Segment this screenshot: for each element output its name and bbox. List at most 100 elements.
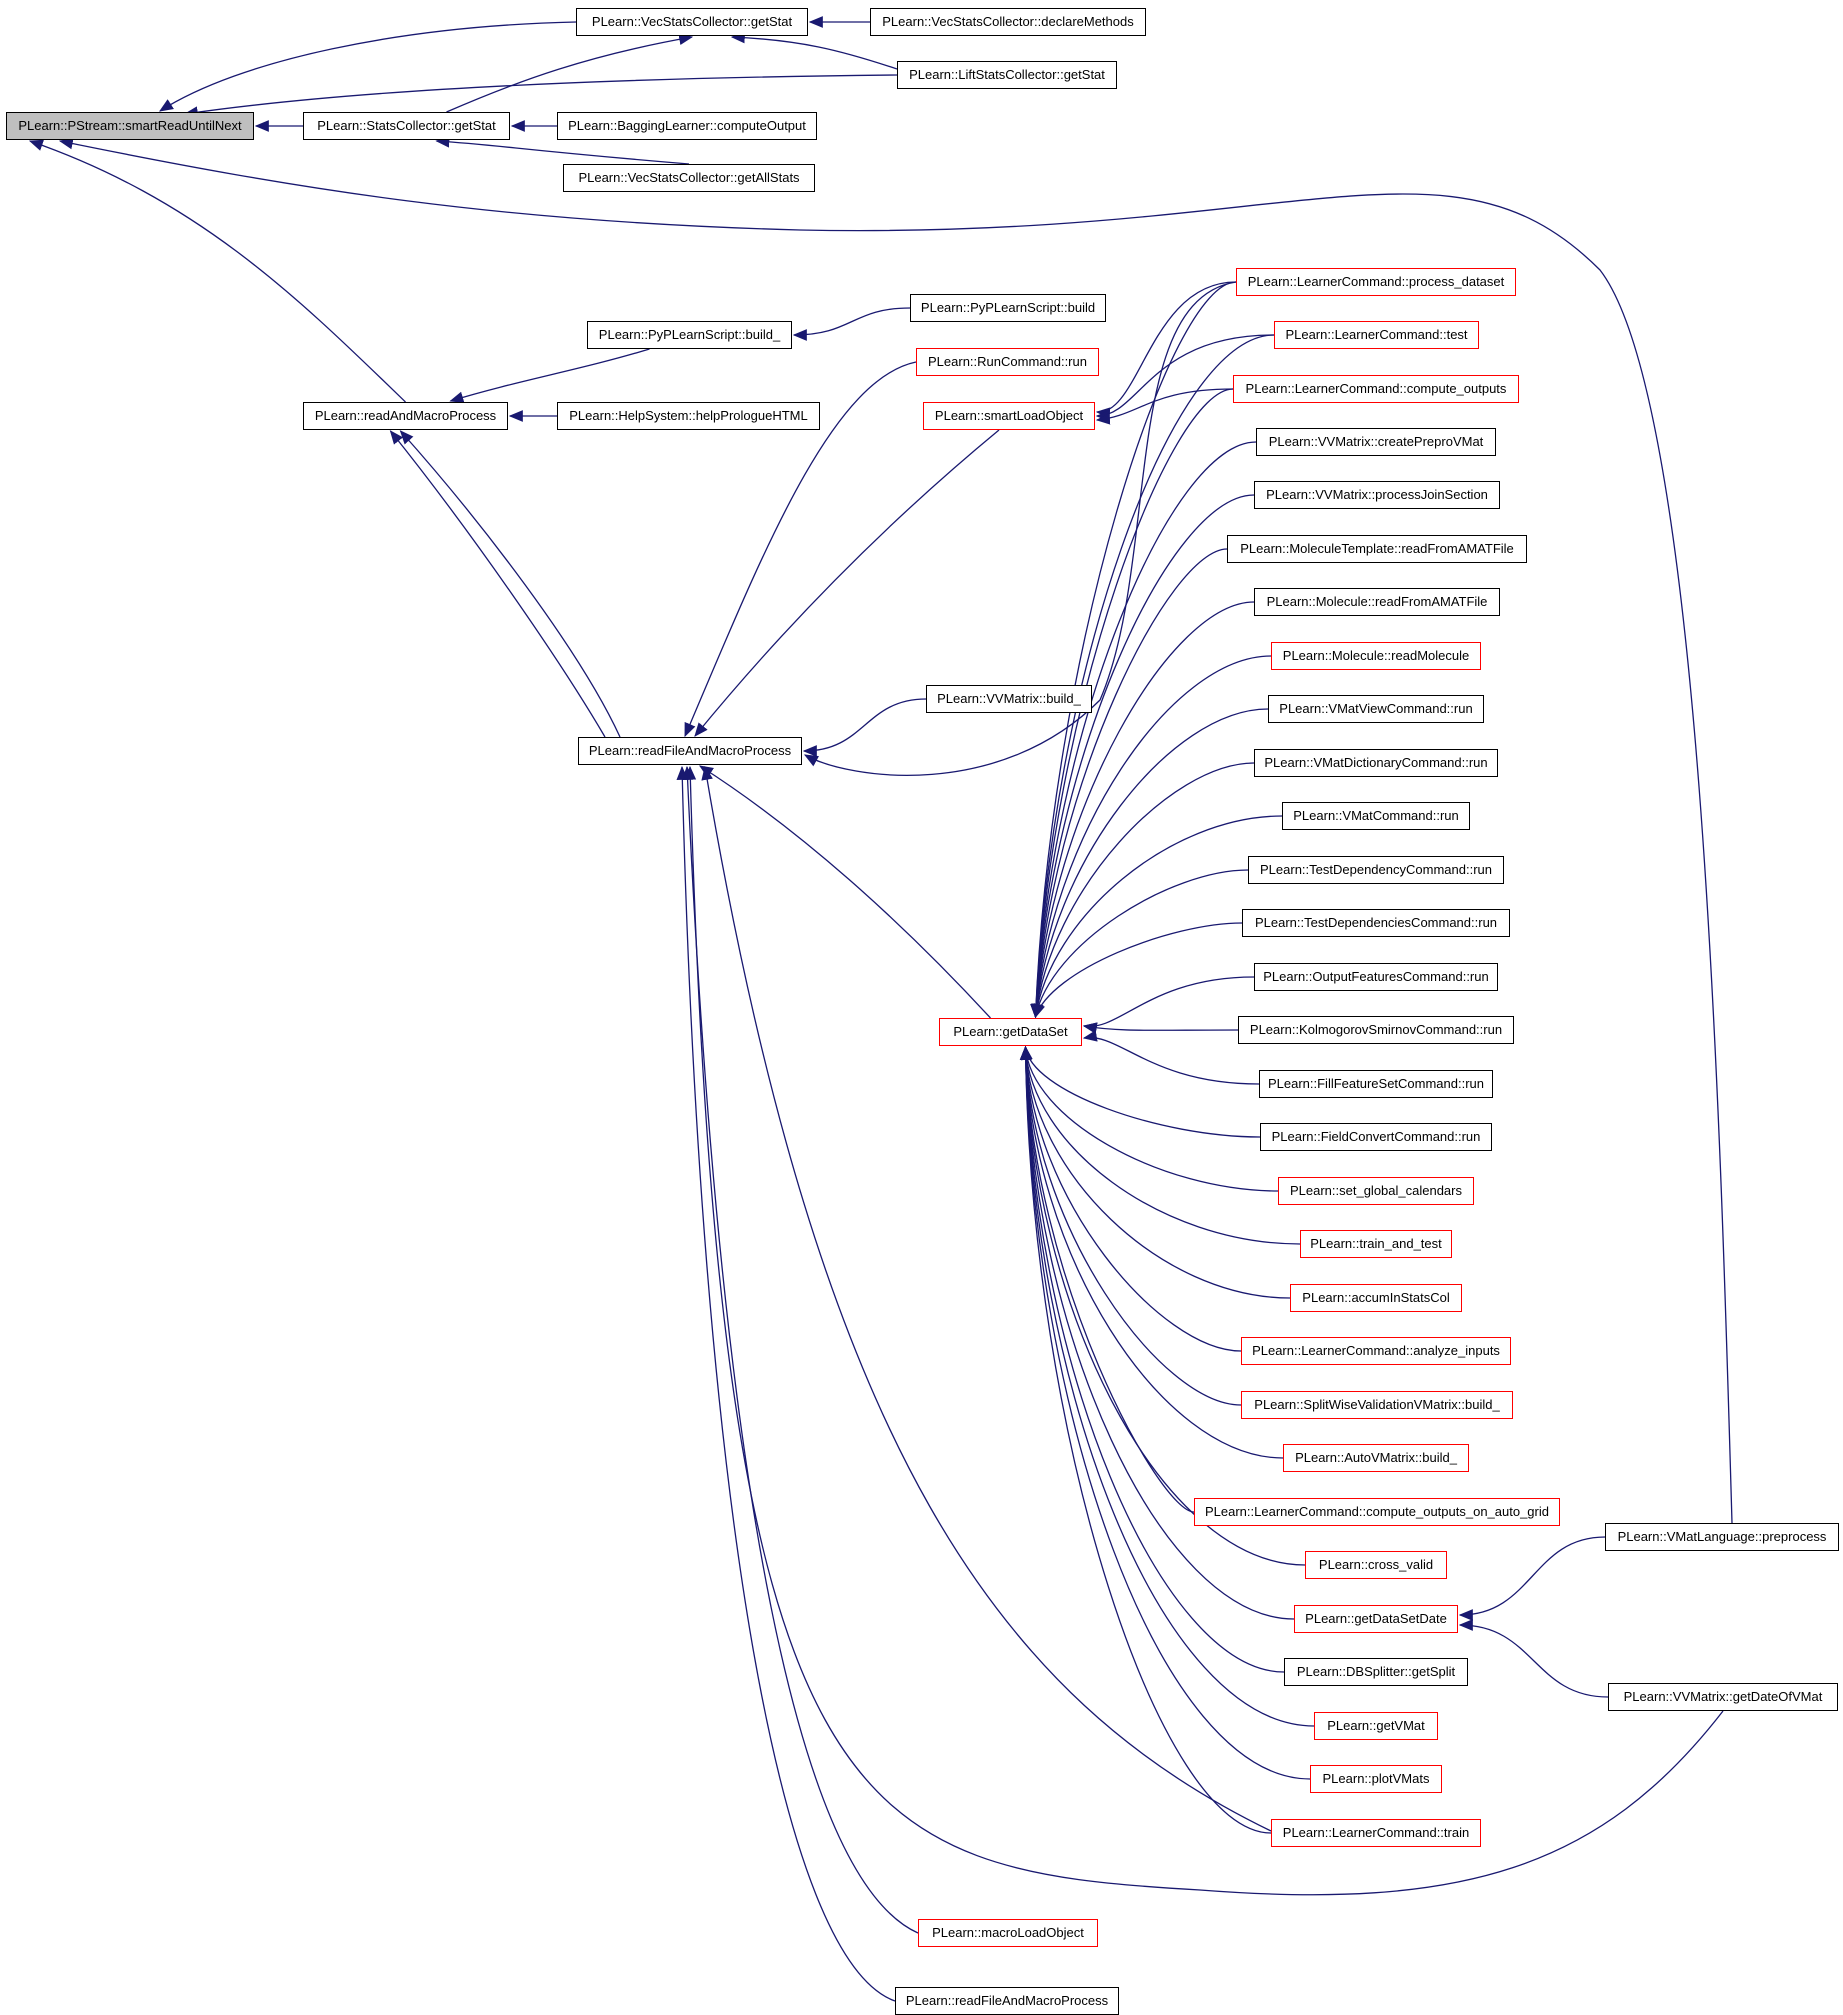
edge-crossvalid-to-getdataset: [1019, 1045, 1306, 1566]
node-smartload[interactable]: PLearn::smartLoadObject: [923, 402, 1095, 430]
edge-testdep-to-getdataset: [1032, 869, 1249, 1019]
edge-dbsplit-to-getdataset: [1019, 1045, 1285, 1673]
edge-setcal-to-getdataset: [1020, 1045, 1279, 1192]
node-autovm[interactable]: PLearn::AutoVMatrix::build_: [1283, 1444, 1469, 1472]
node-lc-autogrid[interactable]: PLearn::LearnerCommand::compute_outputs_…: [1194, 1498, 1560, 1526]
node-splitwise[interactable]: PLearn::SplitWiseValidationVMatrix::buil…: [1241, 1391, 1513, 1419]
edge-vvm_prepro-to-getdataset: [1030, 441, 1257, 1019]
node-testdep[interactable]: PLearn::TestDependencyCommand::run: [1248, 856, 1504, 884]
node-lc-process[interactable]: PLearn::LearnerCommand::process_dataset: [1236, 268, 1516, 296]
edge-allstats-to-sc: [435, 135, 690, 165]
edge-lcprocess-to-readfile: [803, 281, 1237, 776]
edge-plotvmats-to-getdataset: [1019, 1045, 1311, 1780]
node-fieldconv[interactable]: PLearn::FieldConvertCommand::run: [1260, 1123, 1492, 1151]
edge-moltemplate-to-getdataset: [1030, 548, 1228, 1019]
edge-mol_amat-to-getdataset: [1030, 601, 1255, 1019]
node-crossvalid[interactable]: PLearn::cross_valid: [1305, 1551, 1447, 1579]
node-lc-compute[interactable]: PLearn::LearnerCommand::compute_outputs: [1233, 375, 1519, 403]
node-vvm-prepro[interactable]: PLearn::VVMatrix::createPreproVMat: [1256, 428, 1496, 456]
edge-getvmat-to-getdataset: [1019, 1045, 1315, 1727]
node-vsc-getstat[interactable]: PLearn::VecStatsCollector::getStat: [576, 8, 808, 36]
edge-pyscript_build-to-pyscript_build_: [792, 307, 911, 341]
edge-lift-to-root: [183, 74, 898, 118]
edge-readfile2-to-readfile: [676, 765, 896, 2002]
node-lc-analyze[interactable]: PLearn::LearnerCommand::analyze_inputs: [1241, 1337, 1511, 1365]
edge-lctrain-to-readfile: [701, 765, 1272, 1832]
node-macroload[interactable]: PLearn::macroLoadObject: [918, 1919, 1098, 1947]
node-readfile2[interactable]: PLearn::readFileAndMacroProcess: [895, 1987, 1119, 2015]
edge-vsc-to-root: [159, 21, 577, 112]
node-accum[interactable]: PLearn::accumInStatsCol: [1290, 1284, 1462, 1312]
node-lc-test[interactable]: PLearn::LearnerCommand::test: [1274, 321, 1479, 349]
edges: [28, 16, 1733, 2002]
edge-lc_test-to-smartload: [1095, 334, 1275, 422]
node-getdsdate[interactable]: PLearn::getDataSetDate: [1294, 1605, 1458, 1633]
edge-getdataset-to-readfile: [699, 765, 991, 1019]
node-vmatdict[interactable]: PLearn::VMatDictionaryCommand::run: [1254, 749, 1498, 777]
node-fillfeat[interactable]: PLearn::FillFeatureSetCommand::run: [1259, 1070, 1493, 1098]
edge-getdsdate-to-getdataset: [1019, 1045, 1295, 1620]
node-lc-train[interactable]: PLearn::LearnerCommand::train: [1271, 1819, 1481, 1847]
edge-lift-to-vsc: [730, 31, 898, 70]
node-root[interactable]: PLearn::PStream::smartReadUntilNext: [6, 112, 254, 140]
node-vvm-join[interactable]: PLearn::VVMatrix::processJoinSection: [1254, 481, 1500, 509]
edge-mol_read-to-getdataset: [1030, 655, 1272, 1019]
node-dbsplit[interactable]: PLearn::DBSplitter::getSplit: [1284, 1658, 1468, 1686]
edge-smartload-to-readfile: [694, 429, 1000, 737]
edge-lc_compute-to-smartload: [1095, 388, 1234, 425]
edge-readfile-to-readmacro-b: [389, 430, 606, 738]
edge-lc_test-to-getdataset: [1030, 334, 1275, 1019]
node-vsc-allstats[interactable]: PLearn::VecStatsCollector::getAllStats: [563, 164, 815, 192]
node-getdataset[interactable]: PLearn::getDataSet: [939, 1018, 1082, 1046]
edge-pybuild-to-readmacro: [449, 348, 650, 403]
node-moltemplate[interactable]: PLearn::MoleculeTemplate::readFromAMATFi…: [1227, 535, 1527, 563]
node-outfeat[interactable]: PLearn::OutputFeaturesCommand::run: [1254, 963, 1498, 991]
edge-lc_train-to-getdataset: [1019, 1045, 1272, 1834]
node-lift-getstat[interactable]: PLearn::LiftStatsCollector::getStat: [897, 61, 1117, 89]
node-helpprologue[interactable]: PLearn::HelpSystem::helpPrologueHTML: [557, 402, 820, 430]
edge-lc_process-to-getdataset: [1030, 281, 1237, 1019]
edge-vmatcmd-to-getdataset: [1031, 815, 1283, 1019]
node-vmatview[interactable]: PLearn::VMatViewCommand::run: [1268, 695, 1484, 723]
node-mol-amat[interactable]: PLearn::Molecule::readFromAMATFile: [1254, 588, 1500, 616]
node-vmatlang[interactable]: PLearn::VMatLanguage::preprocess: [1605, 1523, 1839, 1551]
edge-splitwise-to-getdataset: [1020, 1045, 1242, 1406]
node-vvm-date[interactable]: PLearn::VVMatrix::getDateOfVMat: [1608, 1683, 1838, 1711]
edge-accum-to-getdataset: [1020, 1045, 1291, 1299]
edge-lc_autogrid-to-getdataset: [1019, 1045, 1195, 1513]
node-trainandtest[interactable]: PLearn::train_and_test: [1300, 1230, 1452, 1258]
node-getvmat[interactable]: PLearn::getVMat: [1314, 1712, 1438, 1740]
edge-vmatlang-to-root: [58, 137, 1733, 1524]
edge-vvm_date-to-getdsdate: [1458, 1619, 1609, 1698]
edge-runcmd-to-readfile: [684, 361, 917, 738]
node-pyscript-build[interactable]: PLearn::PyPLearnScript::build: [910, 294, 1106, 322]
edge-readfile-to-readmacro-a: [399, 430, 621, 738]
node-bagging[interactable]: PLearn::BaggingLearner::computeOutput: [557, 112, 817, 140]
edge-macroload-to-readfile: [681, 765, 919, 1934]
edge-autovm-to-getdataset: [1019, 1045, 1284, 1459]
edge-vvmdate-to-readfile: [684, 765, 1724, 1896]
node-sc-getstat[interactable]: PLearn::StatsCollector::getStat: [303, 112, 510, 140]
node-runcmd[interactable]: PLearn::RunCommand::run: [916, 348, 1099, 376]
node-setcal[interactable]: PLearn::set_global_calendars: [1278, 1177, 1474, 1205]
node-readfile[interactable]: PLearn::readFileAndMacroProcess: [578, 737, 802, 765]
node-testdeps[interactable]: PLearn::TestDependenciesCommand::run: [1242, 909, 1510, 937]
edge-sc-to-vsc: [446, 33, 694, 113]
node-readmacro[interactable]: PLearn::readAndMacroProcess: [303, 402, 508, 430]
node-vmatcmd[interactable]: PLearn::VMatCommand::run: [1282, 802, 1470, 830]
node-kolmo[interactable]: PLearn::KolmogorovSmirnovCommand::run: [1238, 1016, 1514, 1044]
node-vvm-build-[interactable]: PLearn::VVMatrix::build_: [926, 685, 1092, 713]
edge-lc_process-to-smartload: [1095, 281, 1237, 419]
edge-readmacro-to-root: [28, 139, 406, 403]
node-mol-read[interactable]: PLearn::Molecule::readMolecule: [1271, 642, 1481, 670]
edge-vmatlang-to-getdsdate: [1458, 1536, 1606, 1621]
node-plotvmats[interactable]: PLearn::plotVMats: [1310, 1765, 1442, 1793]
edge-vmatview-to-getdataset: [1030, 708, 1269, 1019]
edge-lc_analyze-to-getdataset: [1020, 1045, 1242, 1352]
edge-vmatdict-to-getdataset: [1031, 762, 1255, 1019]
node-vsc-declare[interactable]: PLearn::VecStatsCollector::declareMethod…: [870, 8, 1146, 36]
edge-fillfeat-to-getdataset: [1082, 1030, 1260, 1085]
node-pyscript-build-[interactable]: PLearn::PyPLearnScript::build_: [587, 321, 792, 349]
edge-outfeat-to-getdataset: [1082, 976, 1255, 1034]
